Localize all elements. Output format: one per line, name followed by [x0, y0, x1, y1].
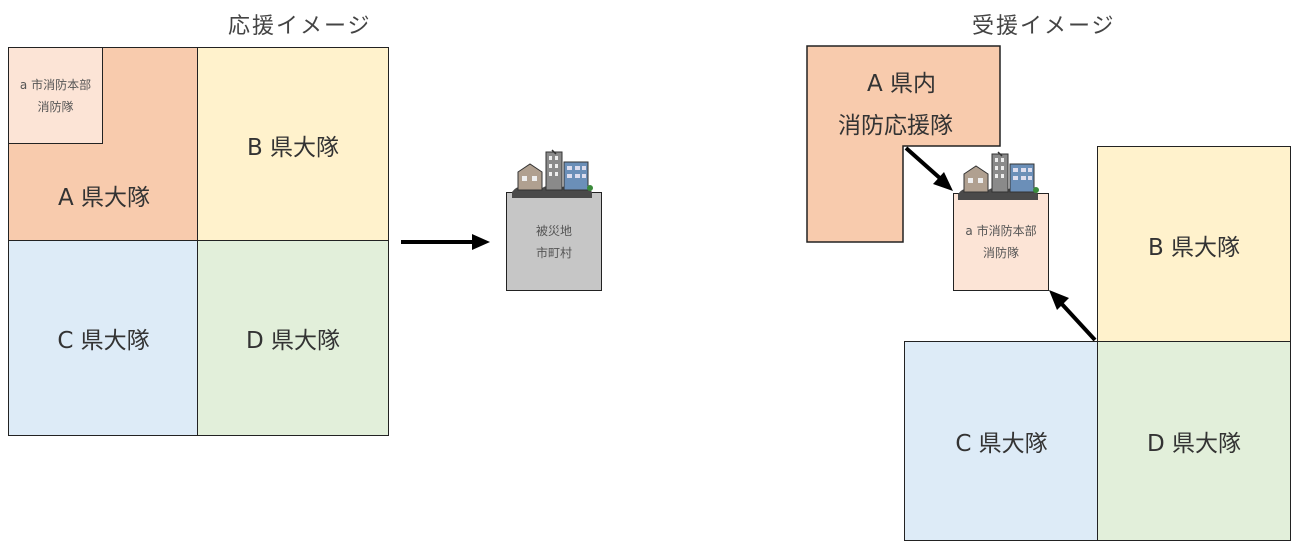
disaster-area-box: 被災地 市町村	[506, 192, 602, 291]
arrow-right-icon	[401, 234, 490, 250]
disaster-area-line2: 市町村	[535, 245, 572, 260]
arrow-icon-pref-to-local	[904, 146, 953, 191]
unit-c-label: C 県大隊	[57, 328, 150, 354]
arrow-icon-junction-to-local	[1049, 290, 1097, 342]
local-fire-dept-box-right: a 市消防本部 消防隊	[953, 193, 1049, 291]
local-fire-dept-line1-right: a 市消防本部	[965, 224, 1037, 238]
left-diagram-title: 応援イメージ	[228, 14, 372, 39]
disaster-area-line1: 被災地	[535, 223, 572, 238]
damaged-buildings-icon-right	[957, 151, 1040, 201]
unit-b-box-right: B 県大隊	[1097, 146, 1291, 343]
local-fire-dept-line2: 消防隊	[37, 99, 74, 114]
local-fire-dept-box: a 市消防本部 消防隊	[8, 47, 103, 144]
right-diagram-title: 受援イメージ	[972, 14, 1116, 39]
unit-c-box-right: C 県大隊	[904, 341, 1099, 541]
local-fire-dept-line1: a 市消防本部	[19, 77, 92, 92]
unit-b-label: B 県大隊	[246, 134, 340, 161]
unit-d-label-right: D 県大隊	[1146, 431, 1242, 457]
unit-a-label: A 県大隊	[58, 185, 151, 211]
local-fire-dept-line2-right: 消防隊	[982, 246, 1019, 260]
unit-d-box-right: D 県大隊	[1097, 341, 1291, 541]
unit-b-label-right: B 県大隊	[1147, 234, 1241, 261]
unit-d-box: D 県大隊	[197, 240, 389, 436]
pref-team-line1: A 県内	[867, 71, 937, 97]
damaged-buildings-icon	[511, 149, 594, 199]
unit-c-label-right: C 県大隊	[955, 431, 1048, 457]
pref-team-line2: 消防応援隊	[838, 113, 953, 139]
unit-d-label: D 県大隊	[245, 328, 341, 354]
